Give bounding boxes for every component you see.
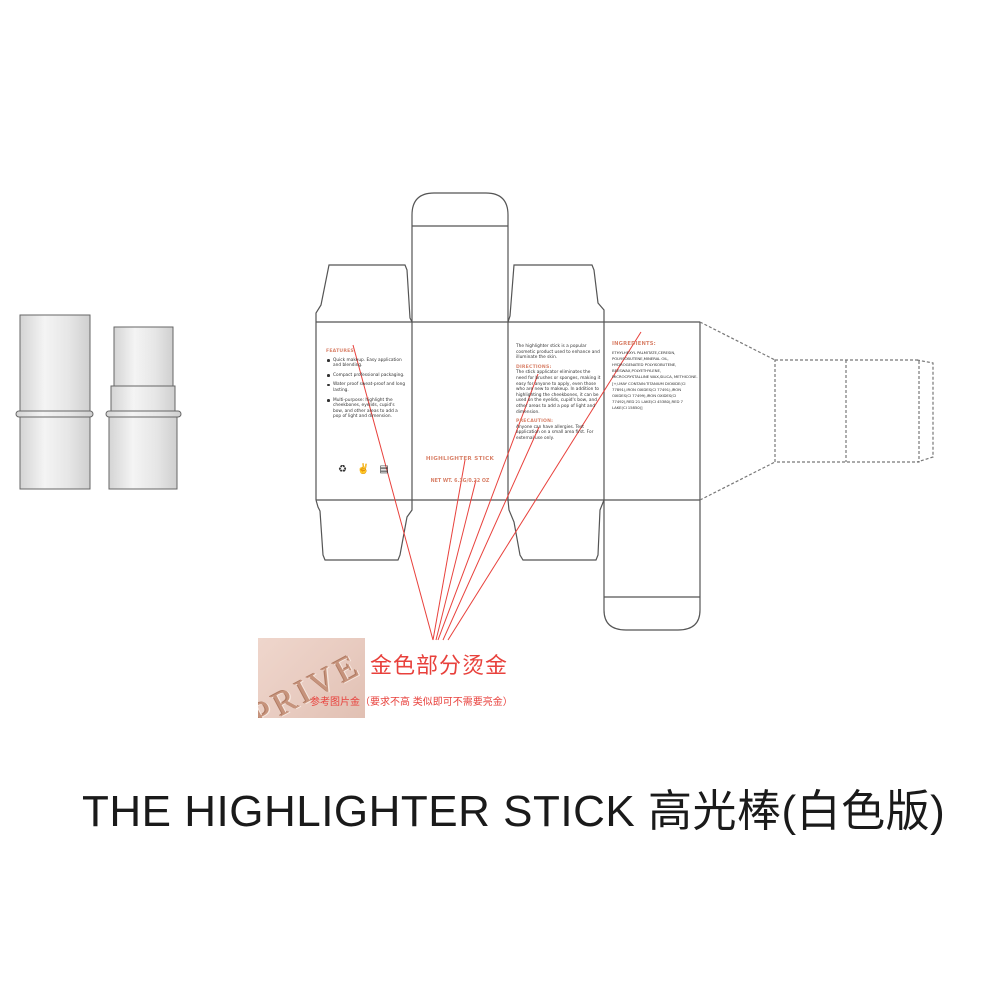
intro-text: The highlighter stick is a popular cosme…: [516, 344, 600, 361]
gold-foil-subnote: 参考图片金（要求不高 类似即可不需要亮金）: [310, 697, 513, 708]
precaution-heading: PRECAUTION:: [516, 419, 554, 425]
cruelty-free-icon: ▤: [379, 464, 389, 475]
stick-closed-illustration: [15, 314, 94, 490]
feature-item: Compact professional packaging.: [327, 372, 405, 378]
ingredients-heading: INGREDIENTS:: [612, 341, 656, 347]
features-panel: FEATURES Quick makeup. Easy application …: [326, 349, 406, 424]
page-title: THE HIGHLIGHTER STICK 高光棒(白色版): [82, 787, 946, 836]
certification-icons: ♻ ✌ ▤: [338, 465, 389, 475]
vegan-icon: ✌: [356, 464, 370, 475]
feature-item: Water proof sweat-proof and long lasting…: [327, 382, 406, 393]
directions-text: The stick applicator eliminates the need…: [516, 370, 601, 415]
features-heading: FEATURES: [326, 349, 354, 354]
gold-foil-reference-photo: PRIVE: [258, 638, 365, 718]
ingredients-panel: INGREDIENTS: ETHYLHEXYL PALMITATE,CERESI…: [612, 341, 698, 412]
stick-open-illustration: [105, 326, 182, 490]
ingredients-text: ETHYLHEXYL PALMITATE,CERESIN, POLYISOBUT…: [612, 349, 698, 411]
gold-foil-callout-lines: [352, 331, 642, 641]
front-product-name: HIGHLIGHTER STICK: [425, 456, 495, 462]
directions-panel: The highlighter stick is a popular cosme…: [516, 344, 602, 442]
feature-item: Quick makeup. Easy application and blend…: [327, 358, 406, 369]
recycle-icon: ♻: [338, 464, 347, 475]
feature-item: Multi-purpose: highlight the cheekbones,…: [327, 398, 406, 420]
gold-foil-note: 金色部分烫金: [370, 653, 509, 678]
directions-heading: DIRECTIONS:: [516, 364, 552, 370]
precaution-text: Anyone can have allergies. Test applicat…: [516, 424, 594, 441]
net-weight: NET WT. 6.3G/0.22 OZ: [430, 479, 490, 484]
